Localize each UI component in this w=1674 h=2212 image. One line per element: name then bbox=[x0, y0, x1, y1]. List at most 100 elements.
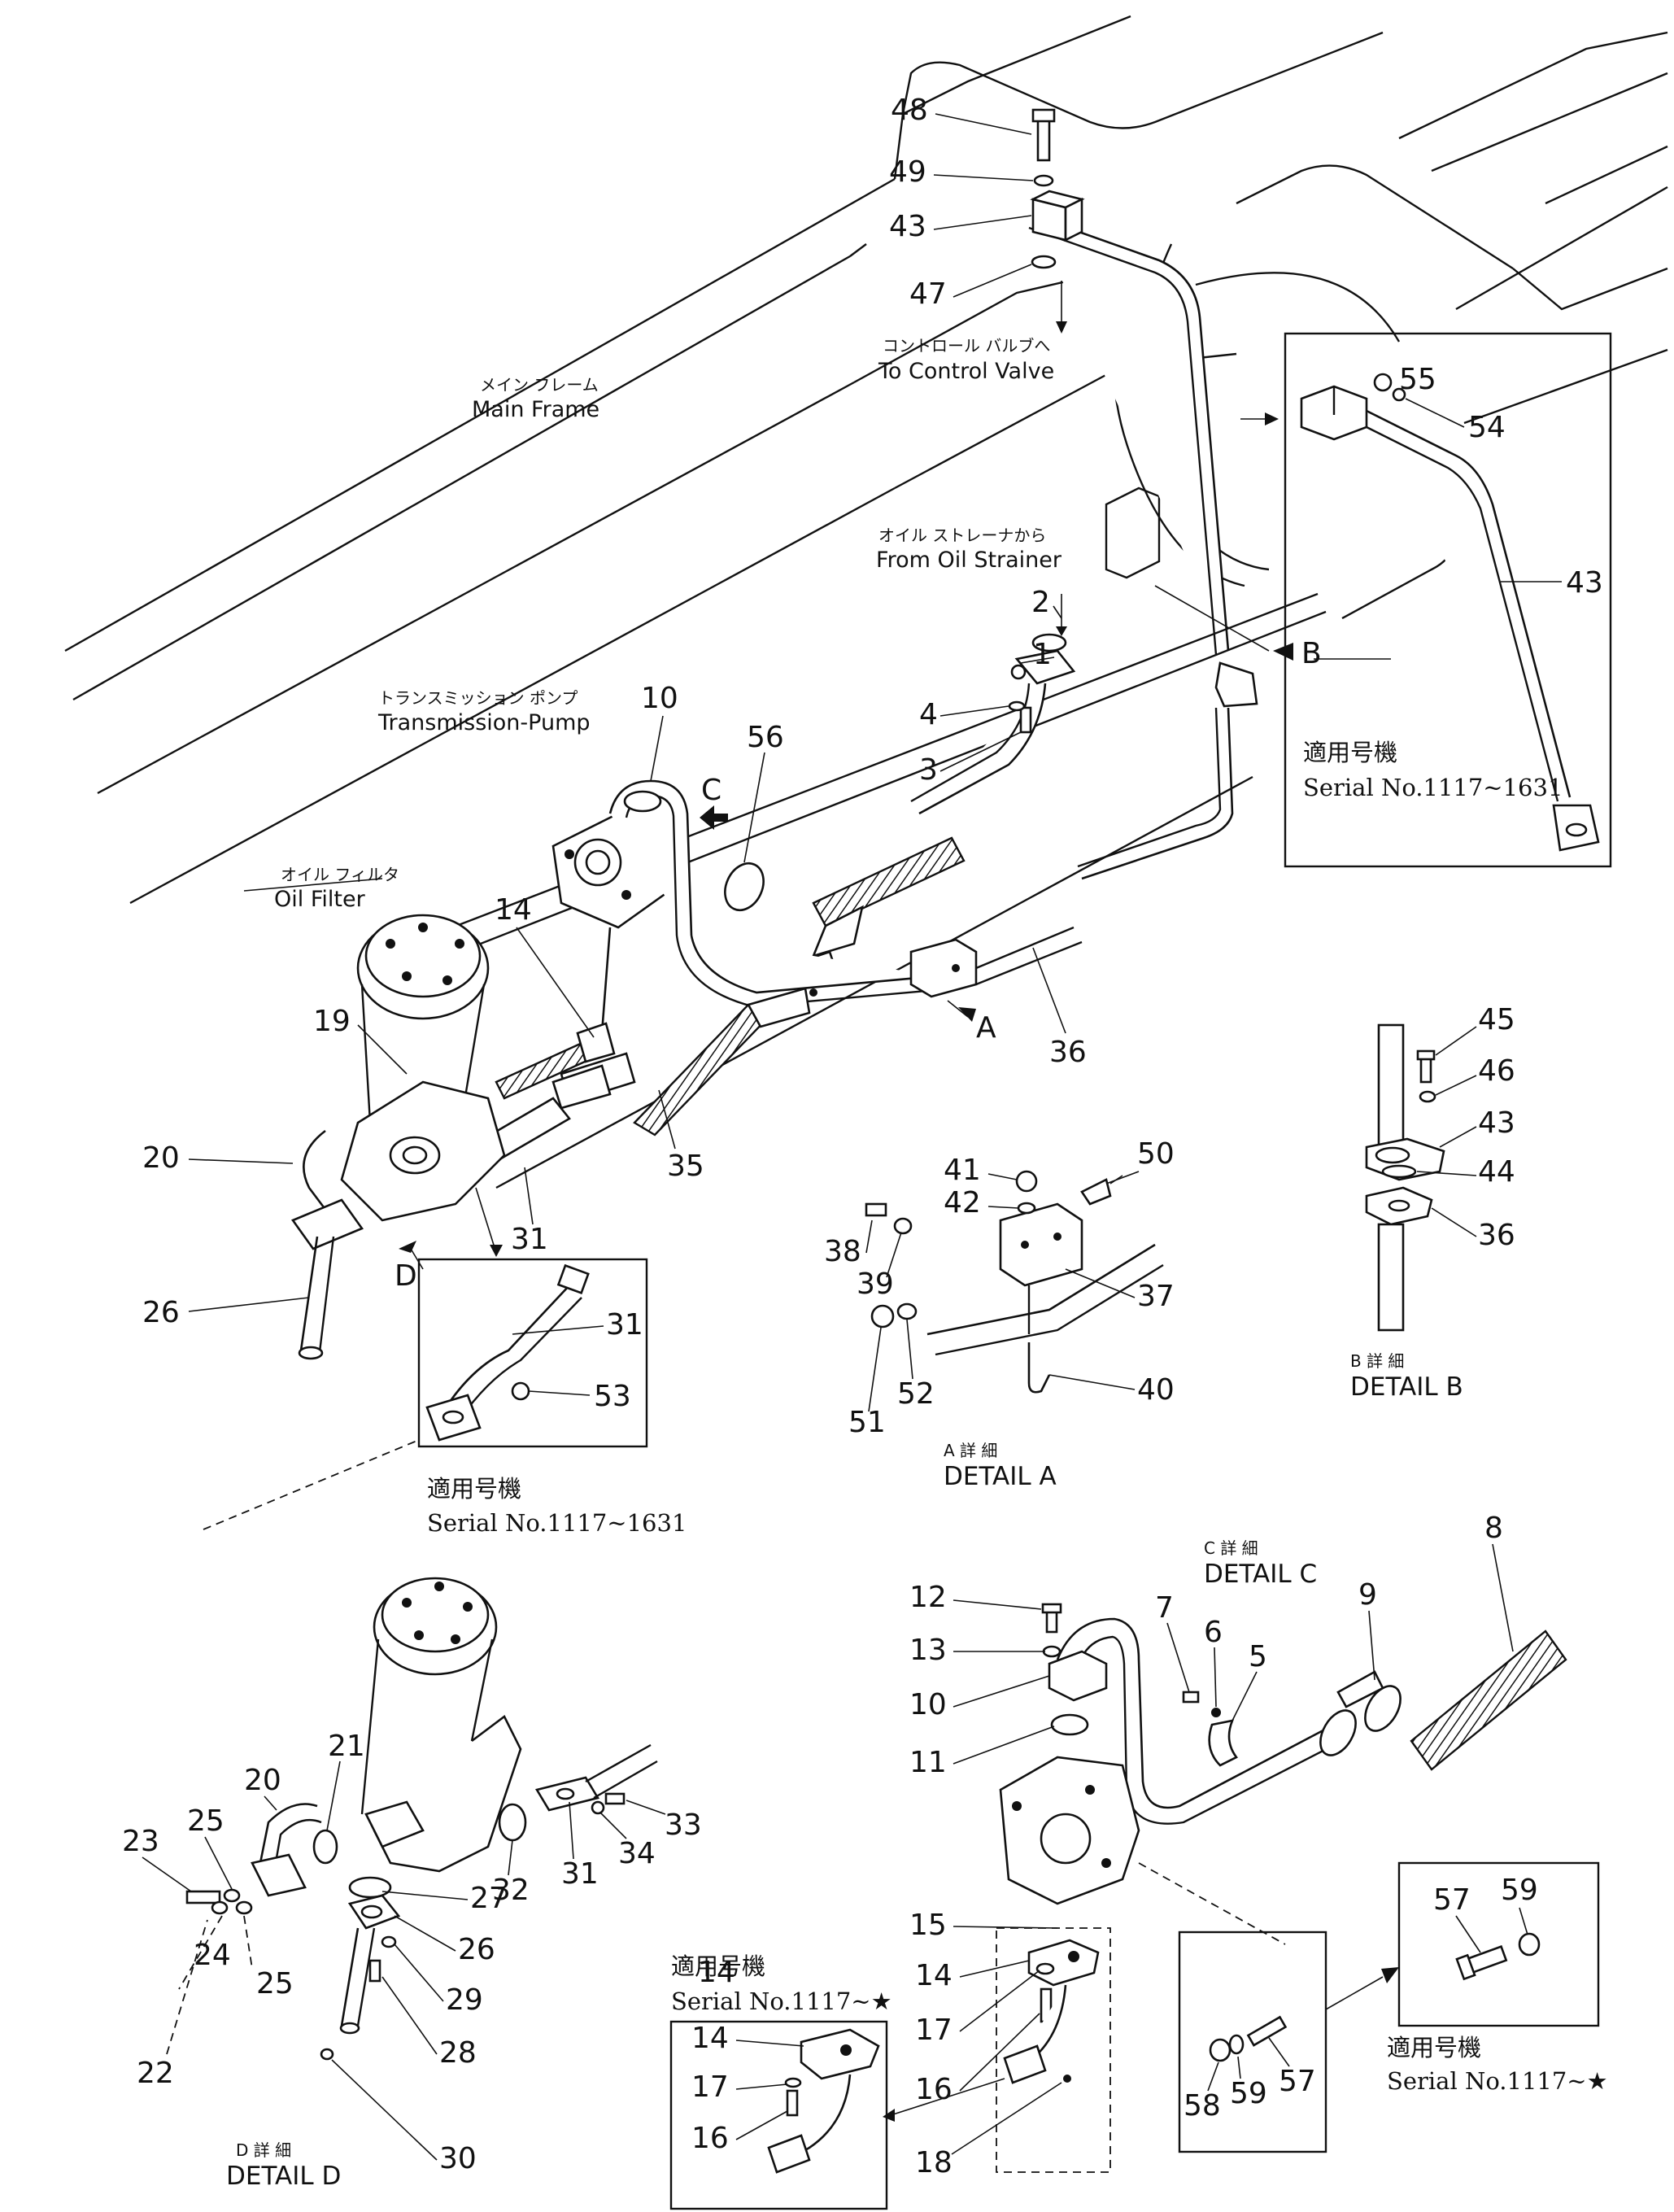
callout-27: 27 bbox=[470, 1882, 508, 1915]
callout-18: 18 bbox=[915, 2146, 953, 2179]
callout-43-top: 43 bbox=[889, 210, 926, 243]
callout-43-b: 43 bbox=[1478, 1106, 1515, 1140]
main-frame-label: Main Frame bbox=[472, 397, 599, 422]
callout-40: 40 bbox=[1137, 1373, 1175, 1407]
callout-57-c: 57 bbox=[1279, 2065, 1316, 2098]
callout-22: 22 bbox=[137, 2057, 174, 2090]
callout-10-main: 10 bbox=[641, 682, 678, 715]
callout-24: 24 bbox=[194, 1939, 231, 1972]
serial-box-bottom-right: 適用号機 Serial No.1117~★ bbox=[1387, 1861, 1608, 2095]
serial-bottom-right-jp: 適用号機 bbox=[1387, 2034, 1481, 2061]
callout-17-sub: 17 bbox=[691, 2070, 729, 2104]
callout-15: 15 bbox=[909, 1909, 947, 1942]
callout-41: 41 bbox=[944, 1154, 981, 1187]
callout-56: 56 bbox=[747, 721, 784, 754]
callout-17-c: 17 bbox=[915, 2013, 953, 2047]
callout-44: 44 bbox=[1478, 1155, 1515, 1189]
callout-28: 28 bbox=[439, 2036, 477, 2070]
callout-25-bottom: 25 bbox=[256, 1967, 294, 2000]
oil-filter-label: Oil Filter bbox=[274, 887, 366, 912]
callout-7: 7 bbox=[1155, 1591, 1174, 1625]
callout-21: 21 bbox=[328, 1730, 365, 1763]
callout-29: 29 bbox=[446, 1983, 483, 2017]
callout-8: 8 bbox=[1484, 1512, 1503, 1545]
callout-10-c: 10 bbox=[909, 1688, 947, 1721]
callout-37: 37 bbox=[1137, 1280, 1175, 1313]
callout-3: 3 bbox=[919, 753, 938, 787]
transmission-pump-label-jp: トランスミッション ポンプ bbox=[378, 688, 578, 708]
callout-14-box: 14 bbox=[698, 1956, 735, 1989]
view-letter-c: C bbox=[701, 774, 721, 807]
view-letter-a: A bbox=[976, 1011, 996, 1045]
part-callouts: 48 49 43 47 55 54 43 2 1 4 3 10 56 14 19… bbox=[122, 94, 1603, 2179]
callout-49: 49 bbox=[889, 155, 926, 189]
callout-59-c: 59 bbox=[1230, 2077, 1267, 2110]
pipe-1-from-strainer bbox=[910, 594, 1076, 815]
detail-d-label: DETAIL D bbox=[226, 2162, 341, 2191]
callout-13: 13 bbox=[909, 1634, 947, 1667]
detail-c-sub-box-14 bbox=[883, 1927, 1111, 2173]
callout-25-top: 25 bbox=[187, 1804, 225, 1838]
callout-53: 53 bbox=[594, 1380, 631, 1413]
serial-bottom-right: Serial No.1117~★ bbox=[1387, 2067, 1608, 2095]
serial-mid-left-jp: 適用号機 bbox=[427, 1475, 521, 1503]
transmission-pump-assembly bbox=[454, 779, 1083, 1177]
detail-b-label: DETAIL B bbox=[1350, 1372, 1463, 1402]
callout-9: 9 bbox=[1358, 1578, 1377, 1612]
callout-26-d: 26 bbox=[458, 1933, 495, 1966]
pipe-43-to-control-valve bbox=[1028, 108, 1279, 880]
detail-c-drawing: C 詳 細 DETAIL C bbox=[999, 1538, 1567, 1945]
callout-2: 2 bbox=[1031, 586, 1050, 619]
callout-33: 33 bbox=[665, 1808, 702, 1842]
callout-4: 4 bbox=[919, 698, 938, 731]
callout-59-box: 59 bbox=[1501, 1874, 1538, 1907]
callout-16-sub: 16 bbox=[691, 2122, 729, 2155]
serial-box-bottom-mid: 適用号機 Serial No.1117~★ bbox=[669, 1952, 892, 2210]
callout-51: 51 bbox=[848, 1406, 886, 1439]
callout-46: 46 bbox=[1478, 1054, 1515, 1088]
serial-bottom-mid: Serial No.1117~★ bbox=[671, 1987, 892, 2015]
control-valve-label: To Control Valve bbox=[878, 359, 1054, 384]
serial-mid-left: Serial No.1117~1631 bbox=[427, 1509, 687, 1537]
serial-bottom-mid-jp: 適用号機 bbox=[671, 1952, 765, 1980]
detail-c-label: DETAIL C bbox=[1204, 1560, 1317, 1589]
callout-26-main: 26 bbox=[142, 1296, 180, 1329]
callout-1: 1 bbox=[1033, 638, 1052, 671]
detail-d-label-jp: D 詳 細 bbox=[236, 2140, 291, 2160]
callout-14-sub: 14 bbox=[691, 2022, 729, 2055]
callout-54: 54 bbox=[1468, 411, 1506, 444]
oil-strainer-label-jp: オイル ストレーナから bbox=[878, 526, 1046, 545]
callout-12: 12 bbox=[909, 1581, 947, 1614]
callout-19: 19 bbox=[313, 1005, 351, 1038]
oil-filter-label-jp: オイル フィルタ bbox=[281, 865, 399, 884]
oil-filter-assembly bbox=[290, 914, 506, 1360]
view-letter-b: B bbox=[1301, 637, 1322, 670]
callout-23: 23 bbox=[122, 1825, 159, 1858]
view-letters: A B C D bbox=[395, 637, 1322, 1293]
view-letter-d: D bbox=[395, 1259, 417, 1293]
serial-box-top-right: 適用号機 Serial No.1117~1631 bbox=[1284, 332, 1612, 868]
callout-5: 5 bbox=[1249, 1640, 1267, 1673]
frame-labels: メイン フレーム Main Frame コントロール バルブへ To Contr… bbox=[243, 336, 1062, 912]
callout-48: 48 bbox=[891, 94, 928, 127]
callout-45: 45 bbox=[1478, 1003, 1515, 1036]
detail-a-label: DETAIL A bbox=[944, 1462, 1057, 1491]
control-valve-label-jp: コントロール バルブへ bbox=[883, 336, 1050, 356]
serial-top-right: Serial No.1117~1631 bbox=[1303, 774, 1563, 801]
transmission-pump-label: Transmission-Pump bbox=[377, 710, 591, 735]
callout-11: 11 bbox=[909, 1746, 947, 1779]
callout-31-box: 31 bbox=[606, 1308, 643, 1342]
callout-47: 47 bbox=[909, 277, 947, 311]
serial-top-right-jp: 適用号機 bbox=[1303, 739, 1397, 766]
callout-31-main: 31 bbox=[511, 1223, 548, 1256]
callout-58: 58 bbox=[1184, 2089, 1221, 2123]
detail-c-sub-box-57 bbox=[1178, 1931, 1399, 2153]
callout-32: 32 bbox=[492, 1874, 530, 1907]
callout-42: 42 bbox=[944, 1186, 981, 1219]
callout-38: 38 bbox=[824, 1235, 861, 1268]
detail-b-label-jp: B 詳 細 bbox=[1350, 1351, 1404, 1371]
callout-55: 55 bbox=[1399, 363, 1436, 396]
callout-36-b: 36 bbox=[1478, 1219, 1515, 1252]
callout-34: 34 bbox=[618, 1837, 656, 1870]
